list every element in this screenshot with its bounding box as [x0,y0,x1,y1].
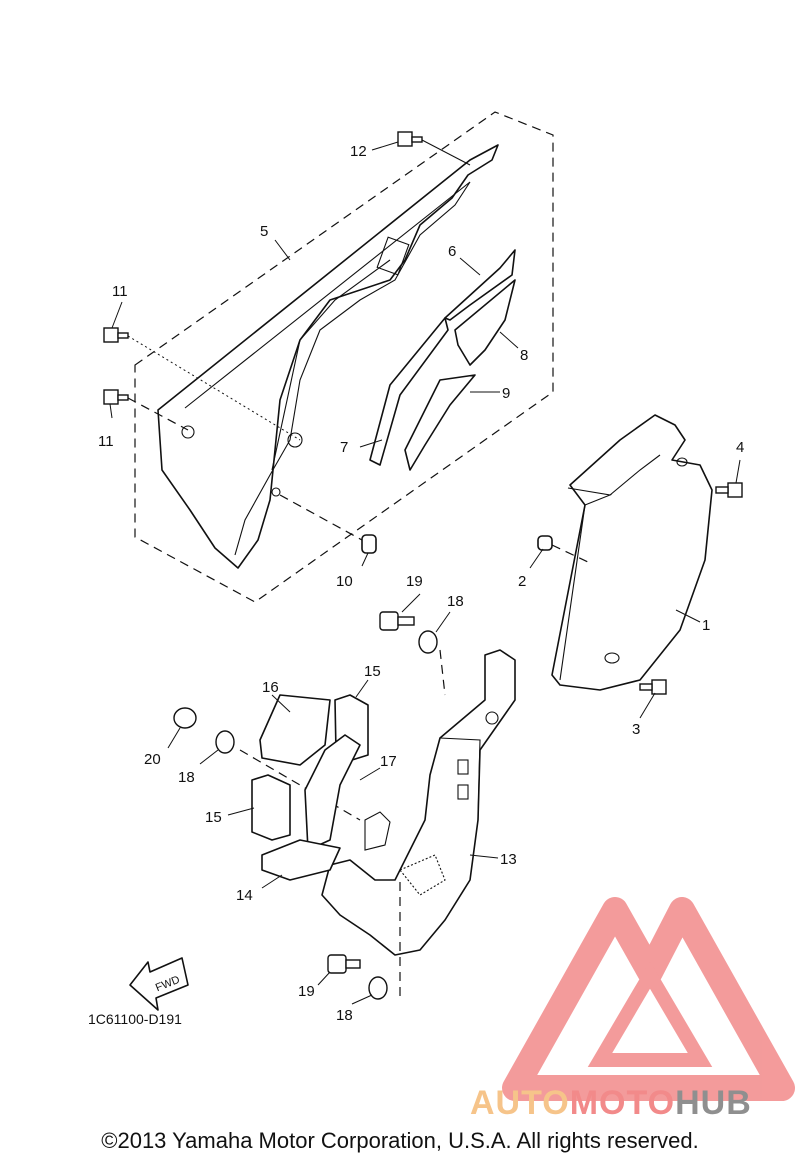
callout-9: 9 [502,385,510,402]
callout-6: 6 [448,243,456,260]
diagram-code: 1C61100-D191 [88,1011,182,1027]
callout-15-upper: 15 [364,663,381,680]
decal-strip-lower [369,317,449,466]
assembly-box [134,111,554,603]
watermark-part1: AUTO [470,1084,570,1122]
emblem-plate [454,279,516,366]
callout-18-upper: 18 [447,593,464,610]
copyright-notice: ©2013 Yamaha Motor Corporation, U.S.A. A… [101,1128,699,1153]
bolt-19-upper [379,611,415,631]
watermark-text: AUTOMOTOHUB [470,1084,752,1123]
callout-14: 14 [236,887,253,904]
callout-5: 5 [260,223,268,240]
callout-11-upper: 11 [112,283,128,300]
pad-14 [261,839,341,881]
bolt-12 [397,131,423,147]
callout-13: 13 [500,851,517,868]
bolt-19-lower [327,954,361,974]
callout-10: 10 [336,573,353,590]
decal-strip-upper [444,249,516,321]
watermark-part3: HUB [675,1084,752,1122]
decal-large [404,374,476,471]
pad-16 [259,694,331,766]
callout-18-lower: 18 [336,1007,353,1024]
part-callouts: 1 2 3 4 5 6 7 8 9 10 11 11 12 13 14 15 1… [98,143,744,1024]
fwd-arrow: FWD [129,957,189,1011]
screw-4 [715,482,743,498]
callout-4: 4 [736,439,744,456]
bolt-11-upper [103,327,129,343]
damper [361,534,377,554]
nut-20 [173,707,197,729]
bolt-11-lower [103,389,129,405]
callout-19-upper: 19 [406,573,423,590]
bracket [321,649,516,956]
callout-2: 2 [518,573,526,590]
callout-1: 1 [702,617,710,634]
washer-18-lower [368,976,388,1000]
pad-15-lower [251,774,291,841]
callout-19-lower: 19 [298,983,315,1000]
side-cover-frame [157,144,499,569]
callout-7: 7 [340,439,348,456]
callout-17: 17 [380,753,397,770]
screw-3 [639,679,667,695]
callout-16: 16 [262,679,279,696]
washer-18-upper [418,630,438,654]
callout-15-lower: 15 [205,809,222,826]
washer-18-left [215,730,235,754]
callout-3: 3 [632,721,640,738]
watermark-part2: MOTO [569,1084,676,1122]
watermark-logo [502,897,795,1101]
side-cover-panel [551,414,713,691]
callout-20: 20 [144,751,161,768]
callout-18-left: 18 [178,769,195,786]
callout-8: 8 [520,347,528,364]
callout-12: 12 [350,143,367,160]
leader-lines [109,141,741,1005]
grommet [537,535,553,551]
callout-11-lower: 11 [98,433,114,450]
